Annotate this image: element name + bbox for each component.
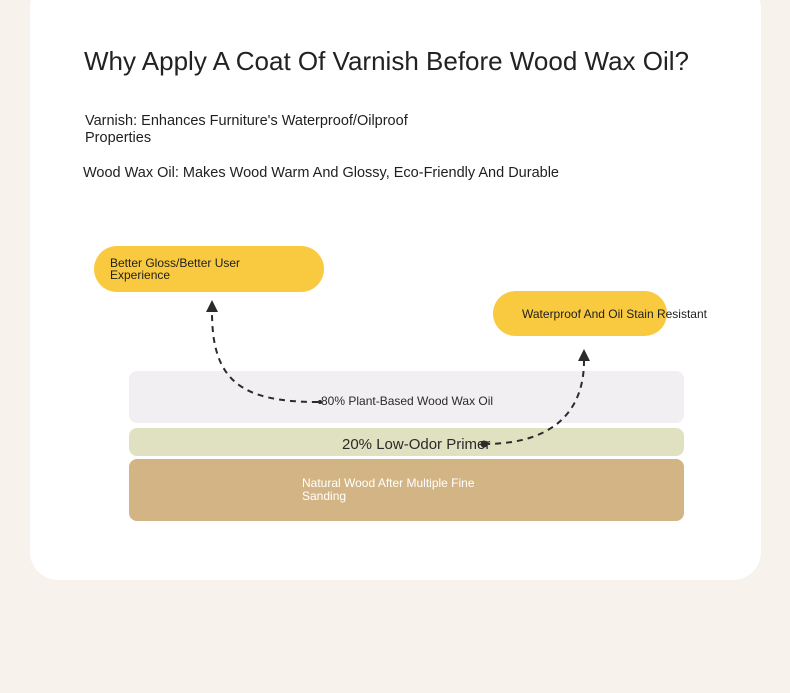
wood-layer: [129, 459, 684, 521]
wood-layer-label: Natural Wood After Multiple Fine Sanding: [302, 476, 475, 503]
page-title: Why Apply A Coat Of Varnish Before Wood …: [84, 46, 690, 76]
primer-layer: [129, 428, 684, 456]
primer-layer-label: 20% Low-Odor Primer: [342, 436, 491, 453]
varnish-benefit-text: Varnish: Enhances Furniture's Waterproof…: [85, 113, 408, 146]
waterproof-callout-pill: Waterproof And Oil Stain Resistant: [493, 291, 707, 336]
waterproof-callout-label: Waterproof And Oil Stain Resistant: [522, 306, 707, 321]
gloss-callout-pill: Better Gloss/Better User Experience: [94, 246, 324, 292]
wax-oil-benefit-text: Wood Wax Oil: Makes Wood Warm And Glossy…: [83, 165, 559, 181]
wax-oil-layer-label: 80% Plant-Based Wood Wax Oil: [321, 394, 494, 408]
gloss-callout-label: Better Gloss/Better User Experience: [110, 256, 241, 282]
